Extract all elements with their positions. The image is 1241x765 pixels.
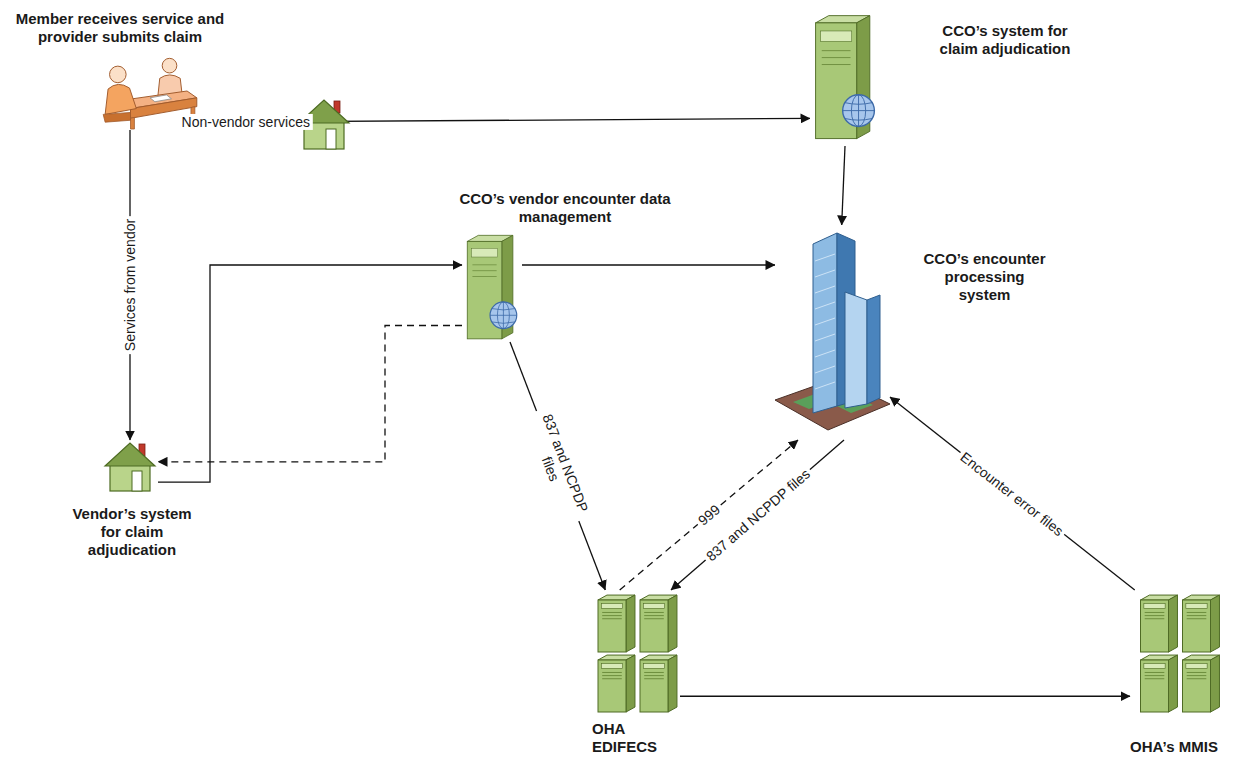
node-label: CCO’s encounter processing system	[922, 250, 1047, 304]
server-cluster-icon	[590, 590, 680, 715]
house-icon	[102, 440, 158, 492]
server-icon: CCO’s system for claim adjudication	[810, 8, 880, 146]
node-label: CCO’s vendor encounter data management	[440, 190, 690, 226]
connector-label: 999	[692, 499, 725, 530]
building-icon: CCO’s encounter processing system	[775, 225, 890, 440]
dashed-connector	[158, 326, 462, 462]
server-cluster-icon: OHA EDIFECS	[590, 590, 680, 715]
connector-label: 837 and NCPDP files	[521, 405, 593, 527]
connector-label: Services from vendor	[122, 216, 138, 354]
server-cluster-icon: OHA’s MMIS	[1130, 590, 1225, 715]
server-cluster-icon	[1130, 590, 1225, 715]
node-label: Member receives service and provider sub…	[15, 10, 225, 46]
server-icon	[462, 232, 522, 342]
connector	[671, 440, 844, 590]
connector-label: Non-vendor services	[179, 114, 313, 130]
node-label: OHA’s MMIS	[1112, 738, 1236, 756]
connector	[158, 265, 462, 482]
house-icon: Vendor’s system for claim adjudication	[102, 440, 158, 492]
server-icon	[810, 8, 880, 146]
connector	[522, 264, 775, 265]
connector	[680, 696, 1130, 697]
node-label: Vendor’s system for claim adjudication	[70, 505, 194, 559]
building-icon	[775, 225, 890, 440]
node-label: CCO’s system for claim adjudication	[930, 22, 1080, 58]
node-label: OHA EDIFECS	[592, 720, 677, 756]
connector	[842, 146, 845, 225]
dashed-connector	[620, 440, 798, 590]
connector	[890, 397, 1135, 590]
server-icon: CCO’s vendor encounter data management	[462, 232, 522, 342]
connector	[510, 342, 605, 590]
connector-label: Encounter error files	[955, 447, 1069, 541]
